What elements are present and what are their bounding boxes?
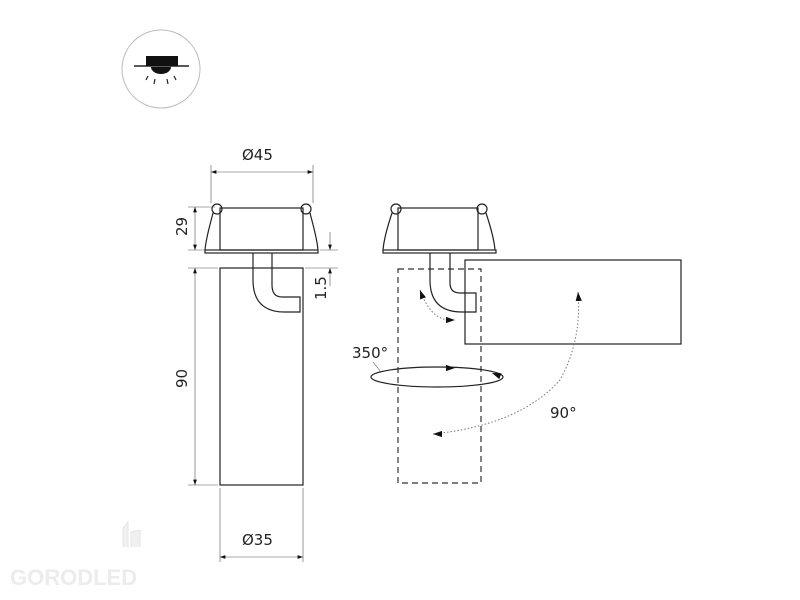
dim-top-diameter: Ø45 — [242, 146, 273, 164]
label-rotation-350: 350° — [352, 344, 388, 362]
front-view: Ø45 29 1.5 90 Ø35 — [173, 146, 338, 562]
gorodled-logo: GORODLED — [10, 520, 141, 590]
dim-body-diameter: Ø35 — [242, 531, 273, 549]
svg-text:GORODLED: GORODLED — [10, 565, 137, 590]
rotation-view: 350° 90° — [352, 203, 682, 484]
dim-body-length: 90 — [173, 369, 191, 388]
body-dashed-position — [397, 268, 482, 484]
recessed-ceiling-mount-icon — [121, 29, 201, 109]
dim-housing-height: 29 — [173, 217, 191, 236]
label-tilt-90: 90° — [550, 404, 577, 422]
dim-gap: 1.5 — [312, 276, 330, 300]
